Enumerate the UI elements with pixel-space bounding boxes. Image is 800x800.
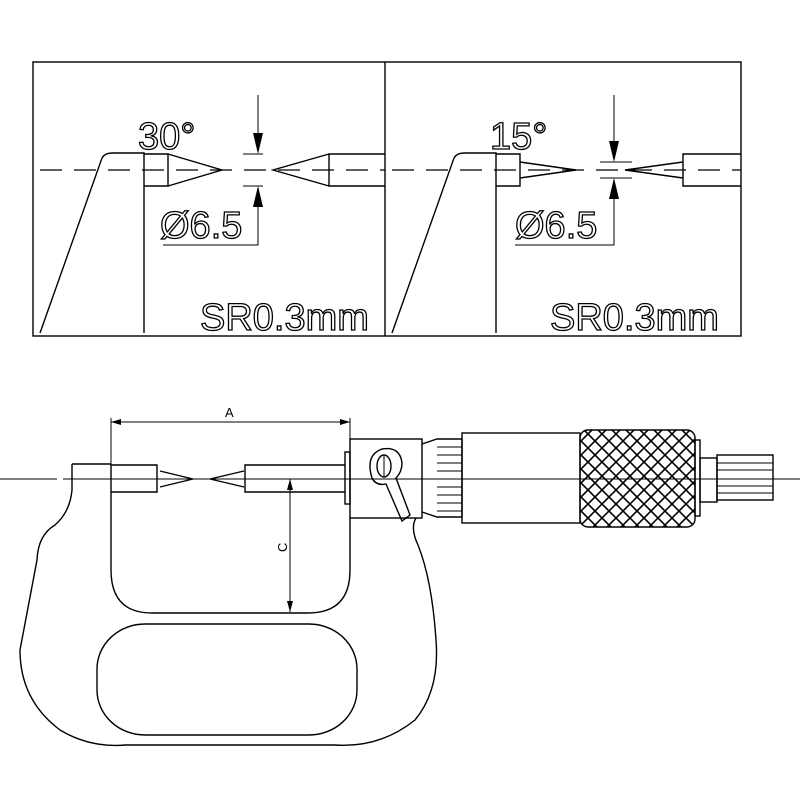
diameter-label: Ø6.5 — [515, 205, 597, 247]
angle-label: 15° — [490, 116, 547, 158]
radius-label: SR0.3mm — [200, 297, 369, 339]
dimension-a-lines — [110, 418, 351, 465]
leader-line — [515, 195, 615, 246]
arrowhead-up — [609, 178, 619, 199]
arrowhead-right — [340, 419, 350, 425]
arrowhead-down — [253, 133, 263, 154]
spindle-flange — [344, 451, 351, 505]
knurled-grip[interactable] — [579, 429, 696, 528]
frame-inner-cavity — [110, 465, 351, 614]
diameter-extension-lines — [600, 161, 632, 179]
thimble-graduated-band — [421, 438, 463, 518]
detail-panel-30deg: 30° Ø6.5 SR0.3mm — [39, 95, 385, 340]
detail-panels: 30° Ø6.5 SR0.3mm 15° Ø6.5 SR0.3mm — [32, 61, 742, 340]
arrowhead-up — [253, 186, 263, 207]
graduation-lines — [437, 446, 462, 512]
detail-panel-15deg: 15° Ø6.5 SR0.3mm — [391, 95, 741, 340]
radius-label: SR0.3mm — [550, 297, 719, 339]
diameter-label: Ø6.5 — [160, 205, 242, 247]
thimble-body — [461, 432, 581, 524]
arrowhead-down — [287, 601, 293, 612]
anvil-point — [111, 464, 194, 493]
dimension-a-label: A — [225, 405, 234, 420]
spindle-point-15 — [496, 153, 577, 187]
frame-outline — [19, 463, 438, 747]
lock-lever-icon[interactable] — [369, 447, 411, 523]
anvil-point-30 — [270, 153, 385, 187]
frame-outline — [391, 152, 497, 334]
arrowhead-down — [609, 141, 619, 162]
frame-hole — [96, 623, 358, 736]
spindle-point-30 — [144, 153, 225, 187]
micrometer-main-view: A C — [0, 405, 800, 747]
arrowhead-up — [287, 479, 293, 490]
panel-frame — [32, 61, 742, 337]
diameter-extension-lines — [243, 153, 263, 187]
grip-end-cap — [694, 439, 701, 517]
sleeve-body — [349, 438, 423, 519]
frame-outline — [39, 152, 145, 334]
dimension-c-label: C — [275, 543, 290, 552]
ratchet-neck — [699, 457, 718, 503]
anvil-point-15 — [624, 153, 741, 187]
arrowhead-left — [111, 419, 121, 425]
angle-label: 30° — [138, 116, 195, 158]
spindle-point — [209, 464, 345, 493]
ratchet-stop[interactable] — [716, 454, 774, 501]
leader-line — [163, 200, 259, 246]
